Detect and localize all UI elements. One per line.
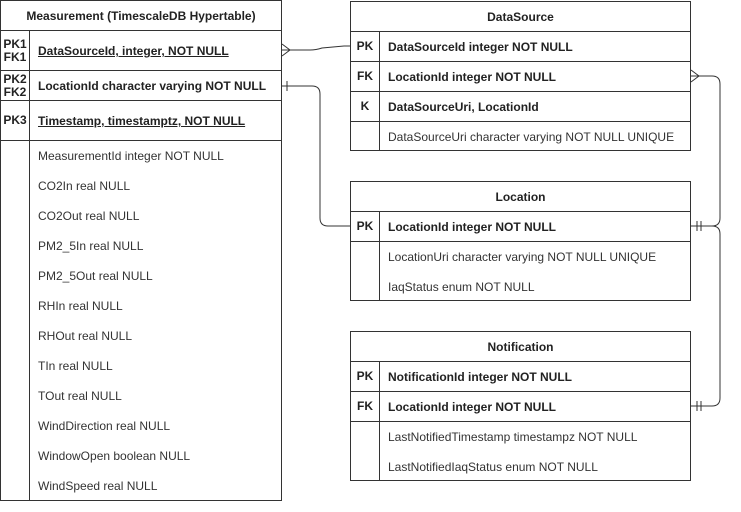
notification-field: LastNotifiedIaqStatus enum NOT NULL [388,460,598,474]
location-field: IaqStatus enum NOT NULL [388,280,535,294]
datasource-title: DataSource [351,2,690,32]
measurement-field: PM2_5Out real NULL [38,269,153,283]
measurement-field-timestamp: Timestamp, timestamptz, NOT NULL [38,114,246,128]
measurement-field: CO2Out real NULL [38,209,140,223]
notification-row: PK NotificationId integer NOT NULL [351,362,690,392]
measurement-field: WindSpeed real NULL [38,479,158,493]
measurement-field: WindowOpen boolean NULL [38,449,191,463]
measurement-entity: Measurement (TimescaleDB Hypertable) PK1… [0,0,282,501]
datasource-key-label: K [351,92,380,121]
datasource-key-label [351,122,380,150]
measurement-key-column [1,141,30,500]
measurement-field: MeasurementId integer NOT NULL [38,149,224,163]
datasource-row: PK DataSourceId integer NOT NULL [351,32,690,62]
connector-datasource-location [691,75,721,227]
measurement-field: RHIn real NULL [38,299,123,313]
measurement-key-row-timestamp: PK3 Timestamp, timestamptz, NOT NULL [1,101,281,141]
datasource-field: DataSourceUri character varying NOT NULL… [388,130,675,144]
measurement-field: RHOut real NULL [38,329,133,343]
measurement-key-label: PK1 FK1 [1,31,30,70]
datasource-row: K DataSourceUri, LocationId [351,92,690,122]
notification-field: NotificationId integer NOT NULL [388,370,572,384]
measurement-field: CO2In real NULL [38,179,131,193]
datasource-field: DataSourceUri, LocationId [388,100,539,114]
datasource-key-label: FK [351,62,380,91]
location-row: PK LocationId integer NOT NULL [351,212,690,242]
datasource-key-label: PK [351,32,380,61]
one-mark-icon [696,401,702,411]
notification-entity: Notification PK NotificationId integer N… [350,331,691,481]
location-fields: LocationUri character varying NOT NULL U… [351,242,690,300]
location-key-label: PK [351,212,380,241]
notification-key-label: FK [351,392,380,421]
datasource-field: DataSourceId integer NOT NULL [388,40,573,54]
measurement-field: WindDirection real NULL [38,419,171,433]
connector-notification-location [691,225,721,407]
notification-field: LocationId integer NOT NULL [388,400,556,414]
notification-field: LastNotifiedTimestamp timestampz NOT NUL… [388,430,638,444]
crowfoot-many-icon [690,69,700,83]
location-field: LocationUri character varying NOT NULL U… [388,250,657,264]
one-mark-icon [696,221,702,231]
crowfoot-many-icon [281,43,291,57]
location-field: LocationId integer NOT NULL [388,220,556,234]
measurement-field-locationid: LocationId character varying NOT NULL [38,79,267,93]
datasource-row: FK LocationId integer NOT NULL [351,62,690,92]
connector-measurement-location [282,85,350,227]
datasource-entity: DataSource PK DataSourceId integer NOT N… [350,1,691,151]
measurement-key-row-locationid: PK2 FK2 LocationId character varying NOT… [1,71,281,101]
connector-measurement-datasource [282,45,350,51]
measurement-title: Measurement (TimescaleDB Hypertable) [1,1,281,31]
datasource-field: LocationId integer NOT NULL [388,70,556,84]
measurement-field: TIn real NULL [38,359,113,373]
notification-row: FK LocationId integer NOT NULL [351,392,690,422]
measurement-key-label: PK2 FK2 [1,71,30,100]
location-key-column [351,242,380,300]
notification-key-column [351,422,380,480]
measurement-key-label: PK3 [1,101,30,140]
location-title: Location [351,182,690,212]
measurement-field: PM2_5In real NULL [38,239,144,253]
measurement-field: TOut real NULL [38,389,122,403]
measurement-field-datasourceid: DataSourceId, integer, NOT NULL [38,44,229,58]
location-entity: Location PK LocationId integer NOT NULL … [350,181,691,301]
notification-title: Notification [351,332,690,362]
notification-key-label: PK [351,362,380,391]
notification-fields: LastNotifiedTimestamp timestampz NOT NUL… [351,422,690,480]
measurement-key-row-datasourceid: PK1 FK1 DataSourceId, integer, NOT NULL [1,31,281,71]
measurement-fields: MeasurementId integer NOT NULL CO2In rea… [1,141,281,500]
datasource-row: DataSourceUri character varying NOT NULL… [351,122,690,150]
